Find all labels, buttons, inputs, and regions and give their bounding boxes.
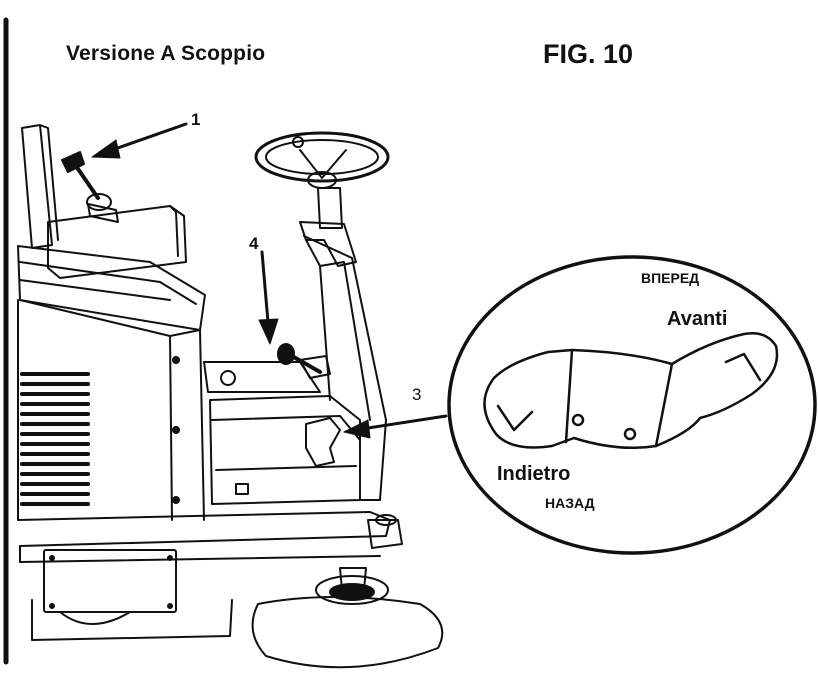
arrow-1 <box>91 122 188 159</box>
callout-3: 3 <box>412 385 422 404</box>
detail-circle <box>447 255 817 555</box>
arrow-4 <box>258 250 279 345</box>
lever-1 <box>61 151 119 223</box>
steering-wheel <box>254 131 390 183</box>
figure-number: FIG. 10 <box>543 39 634 69</box>
label-reverse-it: Indietro <box>497 463 571 485</box>
label-forward-ru: ВПЕРЕД <box>641 270 700 286</box>
steering-column <box>317 187 343 229</box>
label-reverse-ru: НАЗАД <box>545 495 595 511</box>
forward-reverse-pedal <box>305 417 341 467</box>
seat-back <box>21 124 53 249</box>
callout-1: 1 <box>191 110 201 129</box>
pedal-detail <box>483 332 779 450</box>
engine-grille <box>20 372 90 506</box>
floor-deck <box>203 361 321 393</box>
side-brush <box>251 567 444 669</box>
front-caster <box>367 519 403 549</box>
dashboard-panel <box>303 235 387 501</box>
body-top-panel <box>17 245 206 331</box>
lever-4 <box>277 343 331 379</box>
pedal-box <box>209 395 361 505</box>
lower-panel <box>43 549 177 613</box>
figure-title: Versione A Scoppio <box>66 42 266 65</box>
label-forward-it: Avanti <box>667 308 728 330</box>
arrow-3 <box>343 414 448 439</box>
callout-4: 4 <box>249 234 259 253</box>
